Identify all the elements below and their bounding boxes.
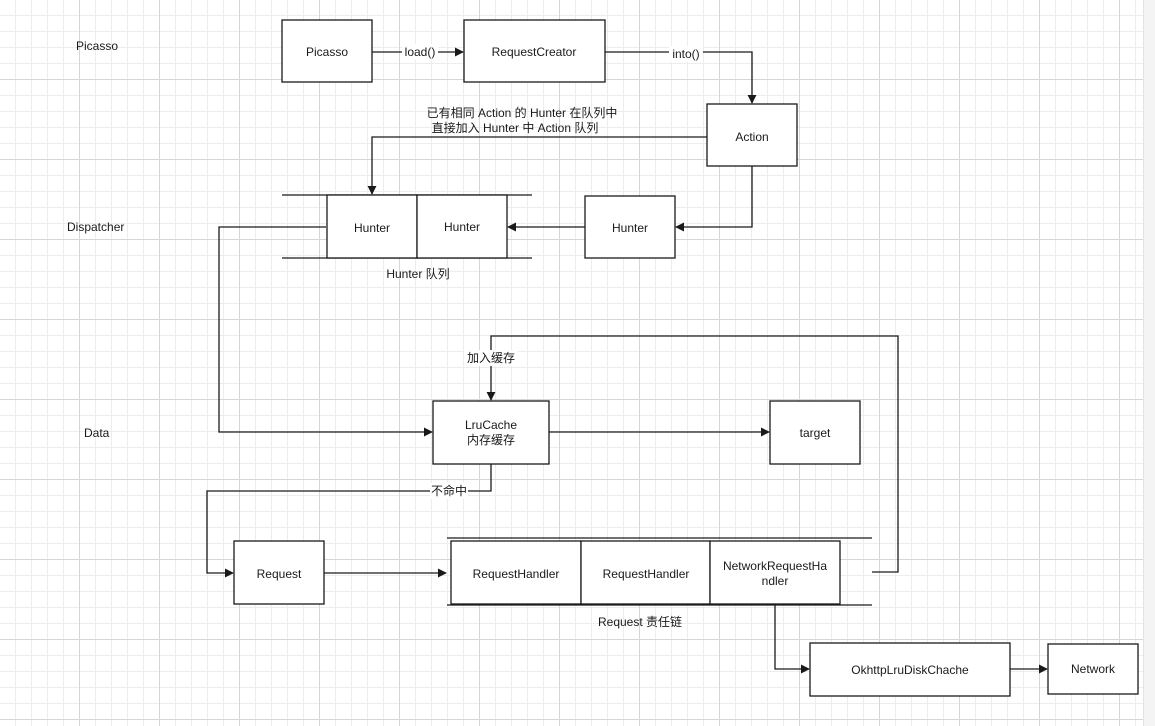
node-hunter-queued-2[interactable]: Hunter <box>416 194 508 259</box>
edge-network-handler-to-disk-cache[interactable] <box>774 605 810 674</box>
edge-label-into: into() <box>672 47 699 61</box>
edge-label-cache-miss: 不命中 <box>431 483 467 498</box>
node-label-network-handler-line2: ndler <box>762 574 789 588</box>
cache-miss-label-bg <box>430 483 468 499</box>
node-label-request-creator: RequestCreator <box>492 45 577 59</box>
node-label-hunter-queued-2: Hunter <box>444 220 480 234</box>
node-label-network-handler-line1: NetworkRequestHa <box>723 559 827 573</box>
lane-label-dispatcher: Dispatcher <box>67 220 124 234</box>
edge-label-same-action-line1: 已有相同 Action 的 Hunter 在队列中 <box>427 105 618 120</box>
node-request-handler-2[interactable]: RequestHandler <box>580 540 711 605</box>
node-label-action: Action <box>735 130 768 144</box>
node-label-lrucache-line2: 内存缓存 <box>467 433 515 447</box>
node-label-network: Network <box>1071 662 1116 676</box>
node-label-okhttp-disk-cache: OkhttpLruDiskChache <box>851 663 969 677</box>
node-request-creator[interactable]: RequestCreator <box>463 19 606 83</box>
node-action[interactable]: Action <box>706 103 798 167</box>
node-label-picasso: Picasso <box>306 45 348 59</box>
node-okhttp-disk-cache[interactable]: OkhttpLruDiskChache <box>809 642 1011 697</box>
edge-action-to-queued-hunter[interactable] <box>367 136 707 195</box>
node-lrucache[interactable]: LruCache 内存缓存 <box>432 400 550 465</box>
add-cache-label-bg <box>464 350 518 366</box>
edge-requestcreator-to-action[interactable] <box>605 51 757 104</box>
vertical-scrollbar[interactable] <box>1143 0 1155 726</box>
node-target[interactable]: target <box>769 400 861 465</box>
load-label-bg <box>402 44 438 60</box>
edge-queue-to-lrucache[interactable] <box>218 226 433 437</box>
edge-label-same-action-line2: 直接加入 Hunter 中 Action 队列 <box>432 120 599 135</box>
node-network-request-handler[interactable]: NetworkRequestHa ndler <box>709 540 841 605</box>
node-label-hunter-queued-1: Hunter <box>354 221 390 235</box>
into-label-bg <box>669 46 703 62</box>
lane-label-data: Data <box>84 426 110 440</box>
node-request-handler-1[interactable]: RequestHandler <box>450 540 582 605</box>
caption-hunter-queue: Hunter 队列 <box>386 266 449 281</box>
node-hunter-queued-1[interactable]: Hunter <box>326 194 418 259</box>
lane-label-picasso: Picasso <box>76 39 118 53</box>
edge-label-add-cache: 加入缓存 <box>467 351 515 365</box>
edge-lrucache-miss-to-request[interactable] <box>206 464 492 578</box>
edge-label-load: load() <box>405 45 436 59</box>
node-label-hunter-new: Hunter <box>612 221 648 235</box>
node-network[interactable]: Network <box>1047 643 1139 695</box>
node-label-request-handler-1: RequestHandler <box>473 567 560 581</box>
node-label-request: Request <box>257 567 302 581</box>
node-label-target: target <box>800 426 831 440</box>
node-picasso[interactable]: Picasso <box>281 19 373 83</box>
edge-action-to-new-hunter[interactable] <box>675 166 753 232</box>
node-hunter-new[interactable]: Hunter <box>584 195 676 259</box>
node-label-lrucache-line1: LruCache <box>465 418 517 432</box>
node-label-request-handler-2: RequestHandler <box>603 567 690 581</box>
node-request[interactable]: Request <box>233 540 325 605</box>
caption-request-chain: Request 责任链 <box>598 614 682 629</box>
